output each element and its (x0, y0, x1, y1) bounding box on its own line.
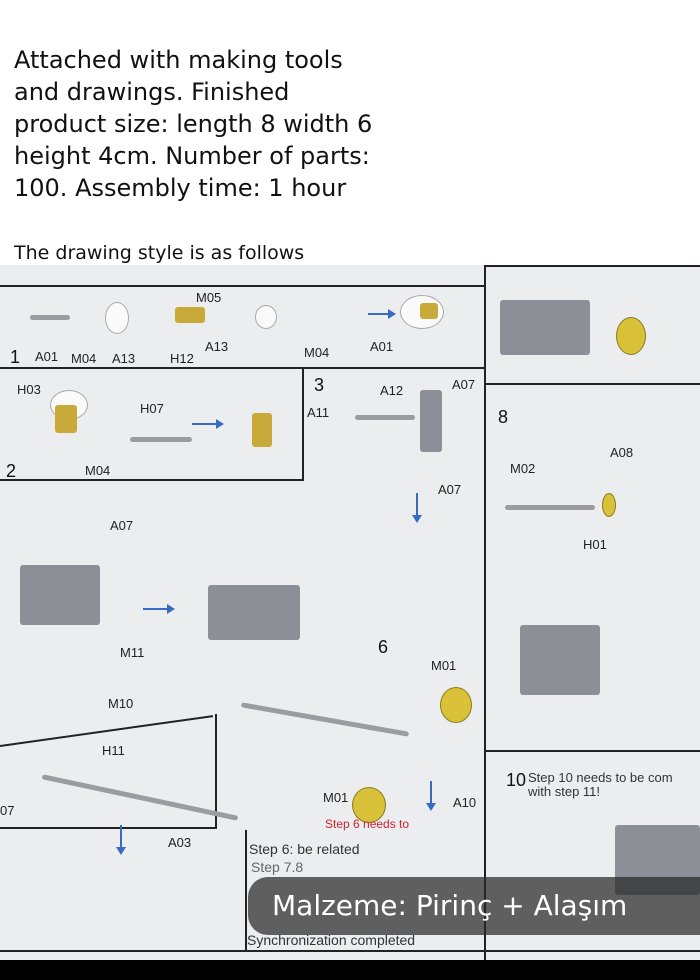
product-description: Attached with making tools and drawings.… (14, 44, 372, 204)
material-caption: Malzeme: Pirinç + Alaşım (248, 877, 700, 935)
step-number: 10 (506, 770, 527, 790)
divider (486, 750, 700, 752)
part-label: M01 (323, 790, 349, 805)
washer-part (105, 302, 129, 334)
washer-part (255, 305, 277, 329)
step-note: Step 6: be related (249, 841, 360, 857)
part-label: A07 (438, 482, 462, 497)
description-line: Attached with making tools (14, 46, 343, 74)
step-number: 1 (10, 347, 21, 367)
arrow-icon (192, 419, 224, 429)
divider (0, 827, 217, 829)
part-label: A07 (452, 377, 476, 392)
step-note: Step 6 needs to (325, 817, 410, 831)
lever-part (41, 774, 239, 821)
hinge-part (20, 565, 100, 625)
hinge-part (520, 625, 600, 695)
bottom-bar (0, 960, 700, 980)
rod-part (30, 315, 70, 320)
part-label: A12 (380, 383, 404, 398)
description-line: product size: length 8 width 6 (14, 110, 373, 138)
part-label: A01 (370, 339, 394, 354)
description-line: and drawings. Finished (14, 78, 290, 106)
arrow-icon (368, 309, 396, 319)
part-label: A08 (610, 445, 634, 460)
part-label: M11 (120, 645, 145, 660)
step-number: 3 (314, 375, 325, 395)
hinge-part (208, 585, 300, 640)
rod-part (355, 415, 415, 420)
brass-part (420, 303, 438, 319)
brass-part (55, 405, 77, 433)
arrow-icon (143, 604, 175, 614)
brass-part (252, 413, 272, 447)
assembly-drawing: 1 2 3 6 8 10 M05 A01 M04 A13 H12 A13 M04… (0, 265, 700, 960)
gold-washer (440, 687, 472, 723)
part-label: A13 (112, 351, 136, 366)
gold-washer (352, 787, 386, 823)
divider (484, 265, 486, 960)
drawing-subtitle: The drawing style is as follows (14, 242, 305, 264)
step-note: Step 7.8 (251, 859, 304, 875)
part-label: M05 (196, 290, 222, 305)
part-label: A01 (35, 349, 59, 364)
step-number: 2 (6, 461, 17, 481)
lever-part (240, 702, 410, 737)
part-label: 07 (0, 803, 15, 818)
part-label: M10 (108, 696, 134, 711)
arrow-icon (412, 493, 422, 523)
step-note: Step 10 needs to be com (528, 770, 673, 785)
part-label: H12 (170, 351, 194, 366)
part-label: A13 (205, 339, 229, 354)
divider (486, 383, 700, 385)
divider (245, 830, 247, 950)
divider (0, 285, 485, 287)
divider (302, 367, 304, 479)
part-label: A10 (453, 795, 477, 810)
part-label: M01 (431, 658, 457, 673)
step-note: with step 11! (528, 784, 601, 799)
description-line: 100. Assembly time: 1 hour (14, 174, 347, 202)
rod-part (130, 437, 192, 442)
part-label: H03 (17, 382, 41, 397)
part-label: A03 (168, 835, 192, 850)
part-label: M04 (85, 463, 111, 478)
brass-part (175, 307, 205, 323)
part-label: A11 (307, 405, 330, 420)
hinge-part (500, 300, 590, 355)
description-line: height 4cm. Number of parts: (14, 142, 370, 170)
part-label: M04 (304, 345, 330, 360)
step-note: Synchronization completed (247, 932, 416, 948)
part-label: H01 (583, 537, 607, 552)
part-label: M04 (71, 351, 97, 366)
rod-part (505, 505, 595, 510)
part-label: H11 (102, 743, 125, 758)
gold-washer (602, 493, 616, 517)
arrow-icon (116, 825, 126, 855)
part-label: H07 (140, 401, 164, 416)
part-label: M02 (510, 461, 536, 476)
part-label: A07 (110, 518, 134, 533)
divider (486, 265, 700, 267)
step-number: 6 (378, 637, 389, 657)
divider (0, 367, 485, 369)
arrow-icon (426, 781, 436, 811)
divider (0, 950, 700, 952)
plate-part (420, 390, 442, 452)
gold-washer (616, 317, 646, 355)
divider (215, 714, 217, 829)
step-number: 8 (498, 407, 509, 427)
divider (0, 479, 304, 481)
